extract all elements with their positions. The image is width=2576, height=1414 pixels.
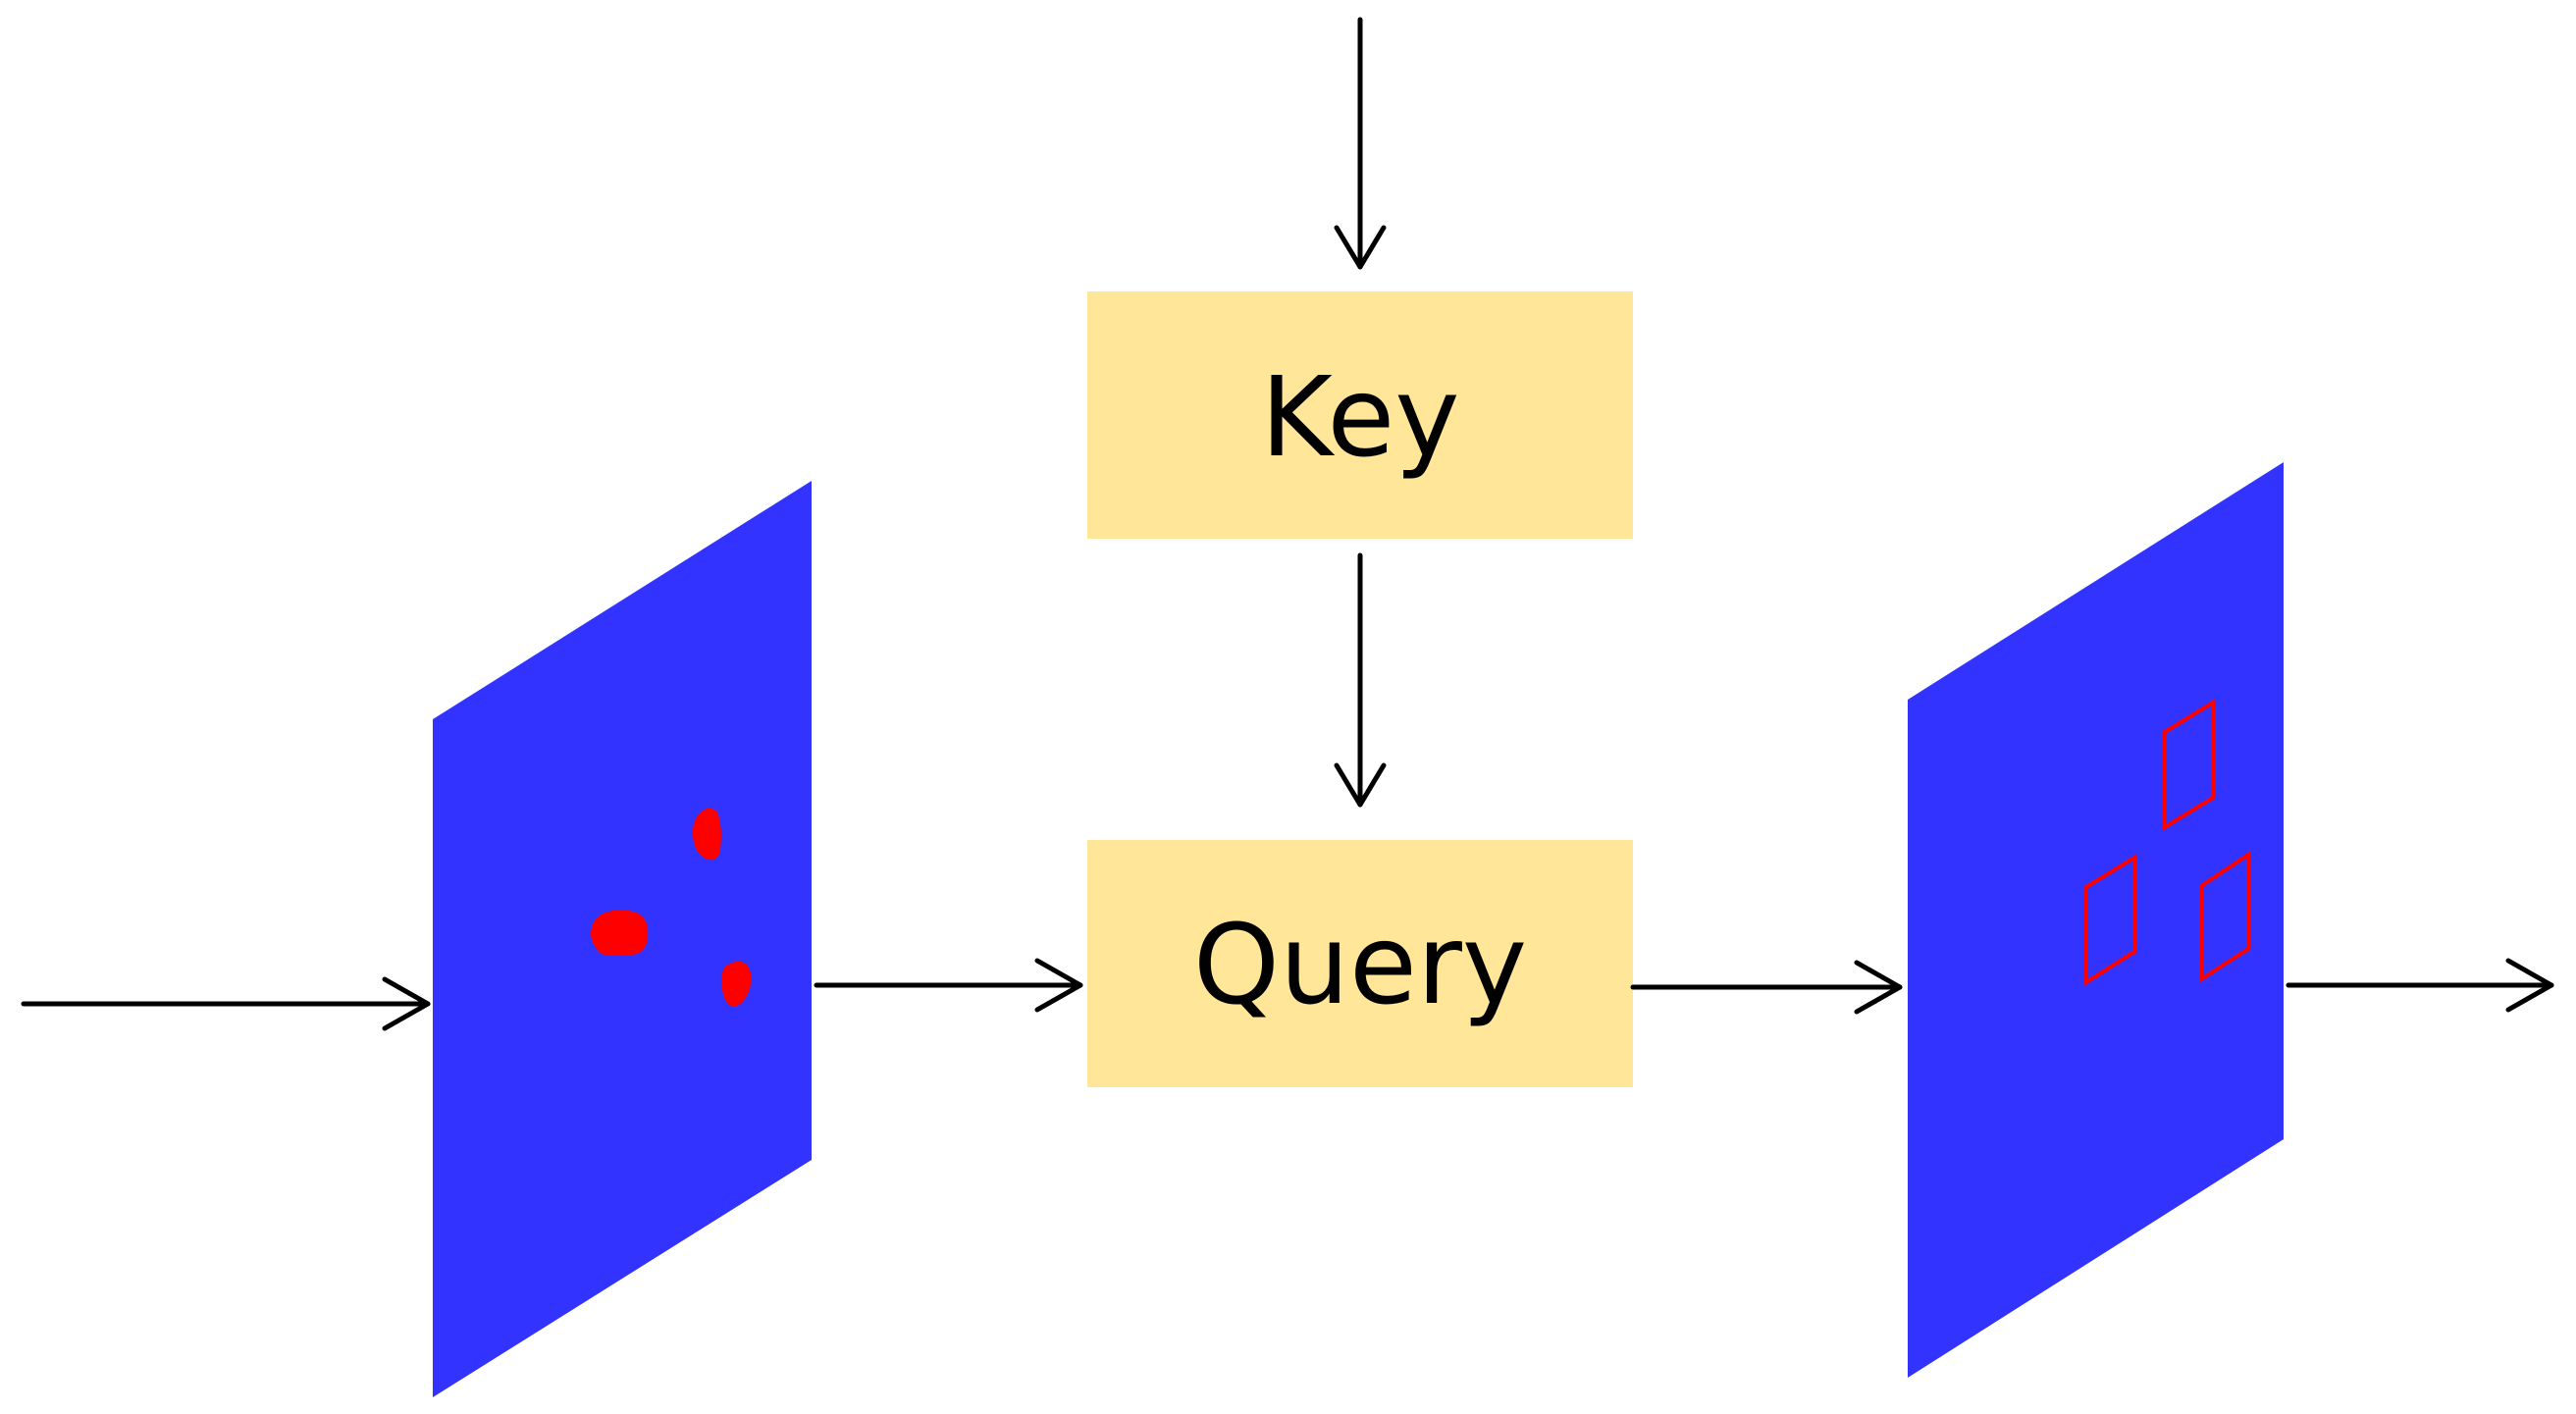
key-label: Key: [1260, 354, 1459, 482]
red-blob-left: [591, 910, 649, 956]
red-box-top: [2163, 699, 2215, 831]
red-blob-bottom: [721, 961, 752, 1007]
arrow-into-key: [1334, 17, 1387, 270]
output-feature-map: [1908, 462, 2284, 1378]
key-box: Key: [1087, 291, 1633, 539]
arrow-input-left: [21, 976, 431, 1031]
arrow-key-to-query: [1334, 552, 1387, 808]
query-box: Query: [1087, 840, 1633, 1087]
red-box-left: [2084, 854, 2136, 986]
query-box-rect: [1087, 840, 1633, 1087]
input-feature-map: [433, 481, 812, 1397]
arrow-map-to-query: [814, 958, 1083, 1013]
red-box-right: [2199, 851, 2250, 983]
output-plane: [1908, 462, 2284, 1378]
key-box-rect: [1087, 291, 1633, 539]
query-label: Query: [1193, 902, 1527, 1029]
arrow-query-to-map: [1630, 960, 1903, 1015]
arrow-output-right: [2286, 958, 2554, 1013]
red-blob-top: [692, 808, 721, 861]
